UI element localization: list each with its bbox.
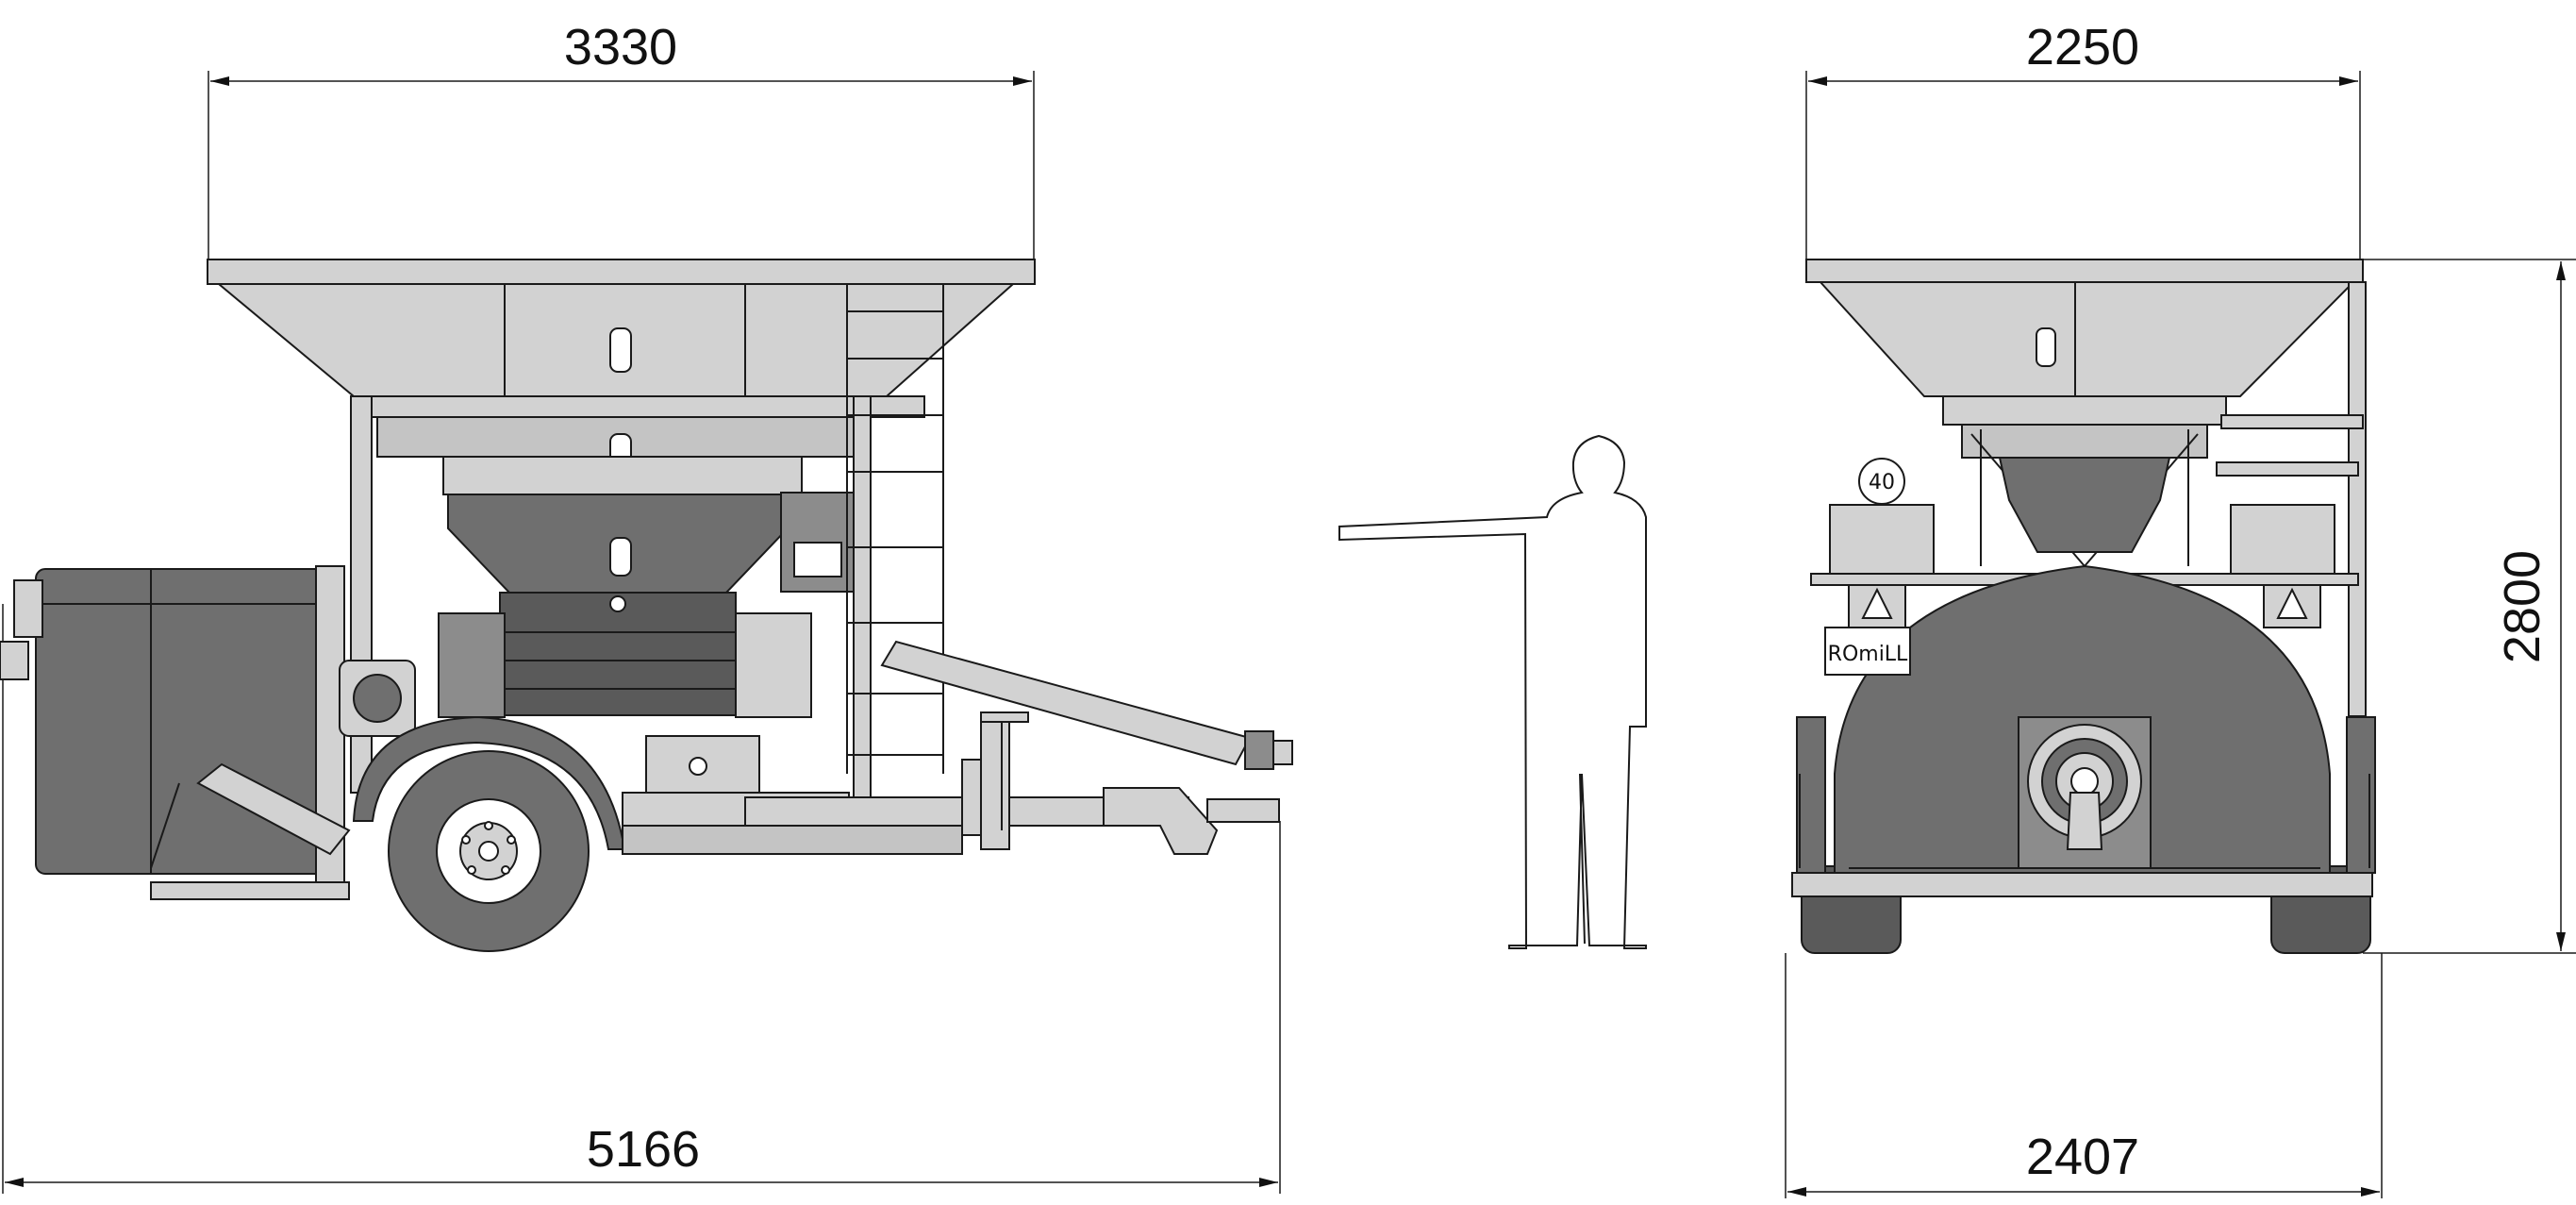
brand-logo-text: ROmiLL xyxy=(1828,643,1908,666)
speed-badge-label: 40 xyxy=(1869,471,1895,494)
front-view-machine: 40 ROmiLL xyxy=(1791,259,2376,954)
hopper-lid xyxy=(207,259,1036,285)
dimension-front-width: 2407 xyxy=(1785,953,2383,1198)
dim-label-3330: 3330 xyxy=(564,19,677,75)
dimension-front-height: 2800 xyxy=(2363,259,2576,954)
dim-label-2250: 2250 xyxy=(2026,19,2139,75)
dimension-front-top: 2250 xyxy=(1805,19,2361,259)
brand-logo xyxy=(1824,627,1911,676)
dimension-side-length: 5166 xyxy=(2,604,1281,1194)
front-left-box xyxy=(1829,504,1935,581)
side-ladder xyxy=(846,284,944,774)
dim-label-5166: 5166 xyxy=(587,1121,700,1178)
front-hopper-lid xyxy=(1805,259,2364,283)
auger-pipe xyxy=(880,640,1252,766)
human-scale-figure xyxy=(1338,434,1647,949)
dimension-side-top: 3330 xyxy=(208,19,1035,259)
dim-label-2800: 2800 xyxy=(2494,550,2551,663)
front-base-frame xyxy=(1791,872,2373,897)
mill-housing xyxy=(499,592,737,716)
dim-label-2407: 2407 xyxy=(2026,1129,2139,1185)
side-view-machine xyxy=(0,259,1293,952)
speed-badge xyxy=(1858,458,1905,505)
front-right-box xyxy=(2230,504,2335,581)
drawbar xyxy=(1103,787,1219,855)
front-hopper-body xyxy=(1818,281,2356,397)
